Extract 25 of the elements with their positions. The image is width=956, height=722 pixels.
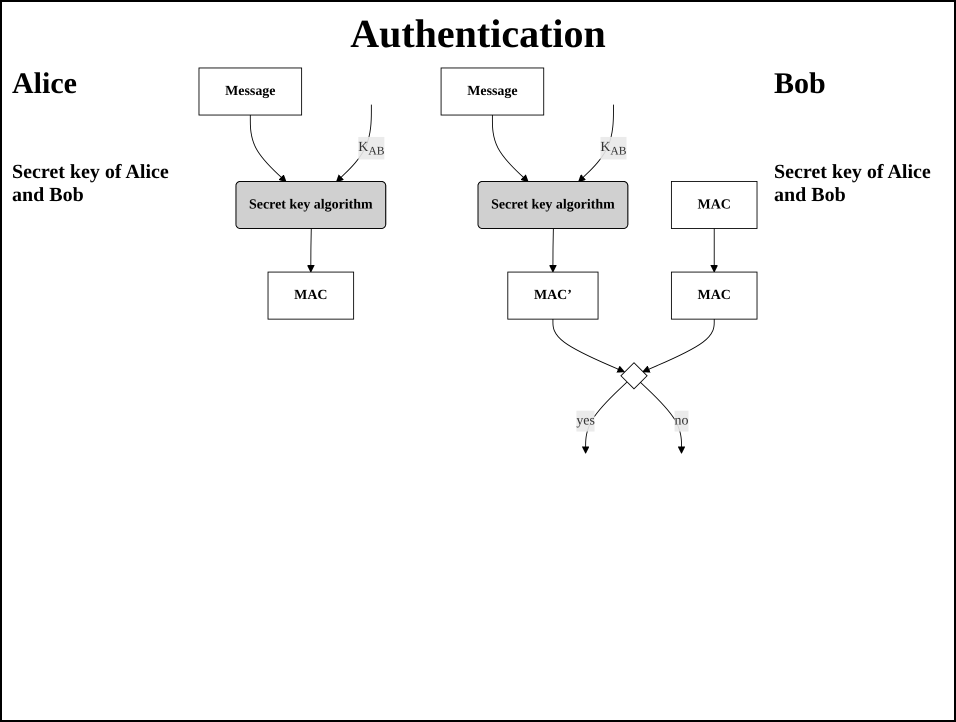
diagram-title: Authentication (349, 10, 607, 57)
arrow (492, 114, 529, 182)
arrow (640, 382, 686, 454)
note-label: Secret key of Alice and Bob (12, 161, 170, 207)
edge-label: no (674, 413, 688, 428)
arrow (549, 228, 557, 272)
node-box: MAC (268, 272, 354, 320)
node-box: MAC (670, 181, 758, 229)
arrow (582, 382, 628, 454)
edge-label: K$_{AB}$ (358, 139, 384, 158)
edge-label: K$_{AB}$ (600, 139, 627, 158)
node-box: Message (198, 68, 302, 116)
node-box: MAC’ (507, 272, 598, 320)
arrow (552, 318, 625, 373)
edge-label: yes (576, 413, 595, 428)
node-diamond (620, 362, 648, 390)
node-box: MAC (670, 272, 758, 320)
arrow (250, 114, 286, 182)
arrow (307, 228, 315, 272)
person-label: Bob (774, 67, 827, 101)
node-box: Message (440, 68, 544, 116)
person-label: Alice (12, 67, 78, 101)
arrow (710, 228, 718, 272)
note-label: Secret key of Alice and Bob (774, 161, 932, 207)
arrow (642, 318, 715, 373)
